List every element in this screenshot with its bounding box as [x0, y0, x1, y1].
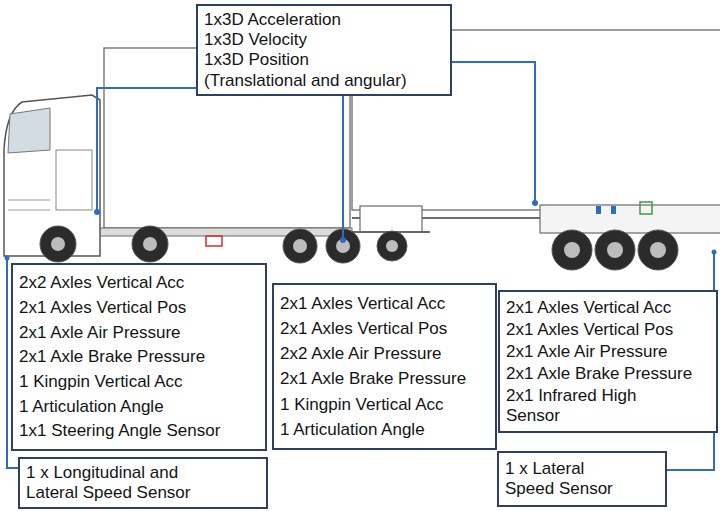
sensor-box: 2x1 Axles Vertical Acc 2x1 Axles Vertical…	[272, 283, 497, 450]
sensor-list-item: (Translational and angular)	[204, 71, 444, 91]
sensor-list-item: 1x1 Steering Angle Sensor	[19, 421, 259, 441]
sensor-list-item: 2x1 Axles Vertical Acc	[280, 294, 489, 314]
sensor-list-item: 2x2 Axles Vertical Acc	[19, 273, 259, 293]
sensor-box: 1x3D Acceleration1x3D Velocity1x3D Posit…	[196, 4, 452, 96]
sensor-list-item: 1 Kingpin Vertical Acc	[280, 395, 489, 415]
sensor-box: 2x1 Axles Vertical Acc2x1 Axles Vertical…	[498, 290, 718, 433]
sensor-list-item: 1 Articulation Angle	[19, 397, 259, 417]
sensor-box: 2x2 Axles Vertical Acc 2x1 Axles Vertical…	[11, 263, 267, 451]
sensor-list-item: 1x3D Acceleration	[204, 10, 444, 30]
sensor-list-item: 2x1 Axles Vertical Pos	[19, 298, 259, 318]
sensor-box: 1 x Lateral Speed Sensor	[497, 451, 667, 507]
sensor-list-item: 1 x Longitudinal and Lateral Speed Senso…	[26, 463, 204, 502]
sensor-list-item: 2x1 Axle Brake Pressure	[506, 364, 710, 384]
sensor-list-item: 1 x Lateral Speed Sensor	[505, 459, 617, 498]
sensor-list-item: 2x1 Axles Vertical Pos	[280, 319, 489, 339]
sensor-list-item: 1x3D Position	[204, 50, 444, 70]
sensor-list-item: 2x1 Axles Vertical Pos	[506, 320, 710, 340]
sensor-list-item: 1x3D Velocity	[204, 30, 444, 50]
sensor-list-item: 1 Kingpin Vertical Acc	[19, 372, 259, 392]
sensor-box: 1 x Longitudinal and Lateral Speed Senso…	[18, 457, 268, 509]
sensor-list-item: 2x1 Axle Brake Pressure	[19, 347, 259, 367]
sensor-list-item: 2x1 Infrared High Sensor	[506, 386, 671, 425]
sensor-list-item: 2x1 Axle Air Pressure	[506, 342, 710, 362]
sensor-list-item: 2x1 Axles Vertical Acc	[506, 298, 710, 318]
sensor-list-item: 1 Articulation Angle	[280, 420, 489, 440]
sensor-list-item: 2x1 Axle Air Pressure	[19, 323, 259, 343]
sensor-list-item: 2x2 Axle Air Pressure	[280, 344, 489, 364]
sensor-list-item: 2x1 Axle Brake Pressure	[280, 369, 489, 389]
